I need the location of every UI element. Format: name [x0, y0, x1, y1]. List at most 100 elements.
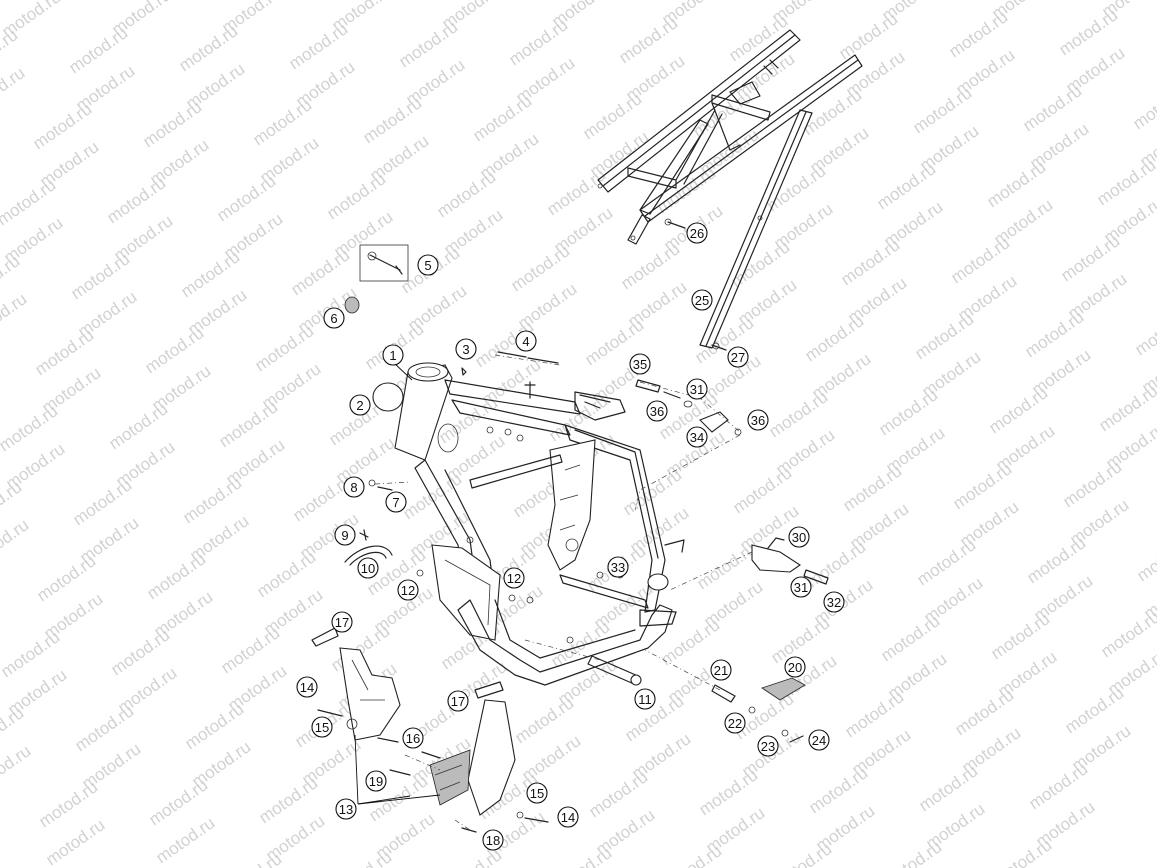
- callout-number: 14: [561, 810, 575, 825]
- callout-circle: [296, 676, 318, 698]
- callout-c35: 35: [629, 353, 651, 375]
- callout-number: 11: [638, 692, 652, 707]
- callout-c23: 23: [757, 735, 779, 757]
- callout-number: 15: [530, 786, 544, 801]
- callout-number: 15: [315, 720, 329, 735]
- callout-number: 6: [330, 311, 337, 326]
- callout-c36a: 36: [646, 400, 668, 422]
- callout-number: 5: [424, 258, 431, 273]
- callout-number: 3: [462, 342, 469, 357]
- callout-number: 12: [507, 571, 521, 586]
- callout-number: 13: [339, 802, 353, 817]
- callout-circle: [526, 782, 548, 804]
- callout-c32: 32: [823, 591, 845, 613]
- callout-c24: 24: [808, 729, 830, 751]
- callout-circle: [808, 729, 830, 751]
- callout-number: 33: [611, 560, 625, 575]
- callout-c16: 16: [402, 727, 424, 749]
- callout-number: 31: [794, 580, 808, 595]
- callout-circle: [634, 688, 656, 710]
- callout-number: 20: [788, 660, 802, 675]
- callout-number: 22: [728, 716, 742, 731]
- callout-layer: 1234567891011121213141415151617171819202…: [296, 222, 845, 851]
- callout-number: 1: [389, 348, 396, 363]
- callout-circle: [747, 409, 769, 431]
- callout-circle: [724, 712, 746, 734]
- callout-c15b: 15: [526, 782, 548, 804]
- callout-number: 26: [690, 226, 704, 241]
- callout-number: 23: [761, 739, 775, 754]
- callout-circle: [447, 690, 469, 712]
- callout-number: 36: [751, 413, 765, 428]
- callout-number: 21: [714, 663, 728, 678]
- callout-circle: [691, 289, 713, 311]
- callout-circle: [784, 656, 806, 678]
- callout-circle: [757, 735, 779, 757]
- callout-c30: 30: [788, 526, 810, 548]
- callout-number: 12: [401, 583, 415, 598]
- callout-circle: [385, 491, 407, 513]
- callout-circle: [335, 798, 357, 820]
- callout-c34: 34: [686, 426, 708, 448]
- callout-number: 4: [522, 334, 529, 349]
- callout-c21: 21: [710, 659, 732, 681]
- callout-number: 16: [406, 731, 420, 746]
- callout-c14b: 14: [557, 806, 579, 828]
- callout-c18: 18: [482, 829, 504, 851]
- callout-circle: [646, 400, 668, 422]
- callout-number: 32: [827, 595, 841, 610]
- callout-c2: 2: [349, 394, 371, 416]
- callout-circle: [382, 344, 404, 366]
- callout-circle: [557, 806, 579, 828]
- callout-number: 8: [350, 480, 357, 495]
- callout-number: 17: [451, 694, 465, 709]
- callout-c20: 20: [784, 656, 806, 678]
- callout-number: 31: [690, 382, 704, 397]
- callout-c31b: 31: [790, 576, 812, 598]
- callout-circle: [334, 524, 356, 546]
- callout-c22: 22: [724, 712, 746, 734]
- callout-c17b: 17: [447, 690, 469, 712]
- callout-circle: [365, 770, 387, 792]
- callout-circle: [311, 716, 333, 738]
- callout-c36b: 36: [747, 409, 769, 431]
- callout-circle: [482, 829, 504, 851]
- callout-c9: 9: [334, 524, 356, 546]
- callout-circle: [417, 254, 439, 276]
- callout-c12b: 12: [503, 567, 525, 589]
- callout-circle: [515, 330, 537, 352]
- callout-number: 9: [341, 528, 348, 543]
- callout-circle: [686, 222, 708, 244]
- callout-circle: [790, 576, 812, 598]
- callout-circle: [357, 557, 379, 579]
- callout-c27: 27: [727, 346, 749, 368]
- callout-circle: [710, 659, 732, 681]
- callout-number: 19: [369, 774, 383, 789]
- callout-number: 17: [335, 615, 349, 630]
- callout-c3: 3: [455, 338, 477, 360]
- callout-number: 7: [392, 495, 399, 510]
- callout-number: 18: [486, 833, 500, 848]
- main-frame: [394, 362, 685, 686]
- callout-circle: [323, 307, 345, 329]
- callout-number: 2: [356, 398, 363, 413]
- leader-lines: [354, 361, 441, 805]
- callout-number: 35: [633, 357, 647, 372]
- callout-circle: [349, 394, 371, 416]
- callout-number: 24: [812, 733, 826, 748]
- callout-circle: [503, 567, 525, 589]
- callout-c19: 19: [365, 770, 387, 792]
- callout-c7: 7: [385, 491, 407, 513]
- callout-circle: [686, 426, 708, 448]
- callout-c31a: 31: [686, 378, 708, 400]
- callout-number: 14: [300, 680, 314, 695]
- callout-c11: 11: [634, 688, 656, 710]
- callout-c26: 26: [686, 222, 708, 244]
- callout-c10: 10: [357, 557, 379, 579]
- callout-c15a: 15: [311, 716, 333, 738]
- callout-number: 30: [792, 530, 806, 545]
- callout-c13: 13: [335, 798, 357, 820]
- callout-c14a: 14: [296, 676, 318, 698]
